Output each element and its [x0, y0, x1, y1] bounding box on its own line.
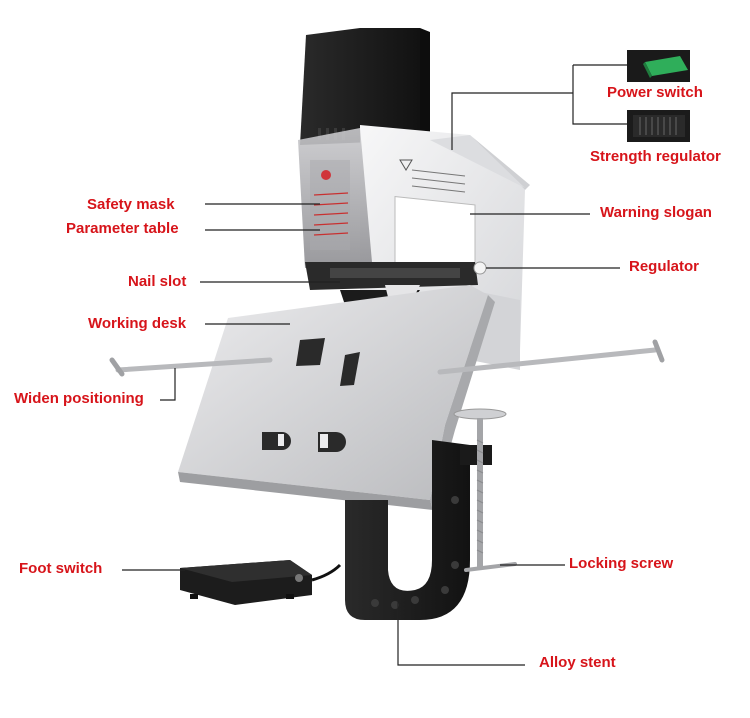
label-strength-regulator: Strength regulator	[590, 148, 721, 165]
leader-power-switch	[451, 92, 573, 150]
working-desk	[178, 285, 495, 510]
leader-widen-positioning	[160, 368, 176, 401]
locking-screw	[453, 408, 517, 572]
leader-alloy-stent	[397, 600, 525, 666]
label-nail-slot: Nail slot	[128, 273, 187, 290]
leader-lines	[122, 64, 627, 666]
label-parameter-table: Parameter table	[66, 220, 179, 237]
power-switch-inset	[627, 50, 690, 82]
strength-regulator-inset	[627, 110, 690, 142]
widen-positioning-rods	[109, 339, 665, 377]
leader-brace	[572, 65, 627, 125]
alloy-stent	[345, 440, 492, 620]
label-power-switch: Power switch	[607, 84, 703, 101]
label-widen-positioning: Widen positioning	[14, 390, 144, 407]
label-foot-switch: Foot switch	[19, 560, 103, 577]
label-warning-slogan: Warning slogan	[600, 204, 712, 221]
label-safety-mask: Safety mask	[87, 196, 175, 213]
label-working-desk: Working desk	[88, 315, 187, 332]
label-alloy-stent: Alloy stent	[539, 654, 616, 671]
label-locking-screw: Locking screw	[569, 555, 674, 572]
foot-switch	[180, 560, 342, 605]
label-regulator: Regulator	[629, 258, 700, 275]
